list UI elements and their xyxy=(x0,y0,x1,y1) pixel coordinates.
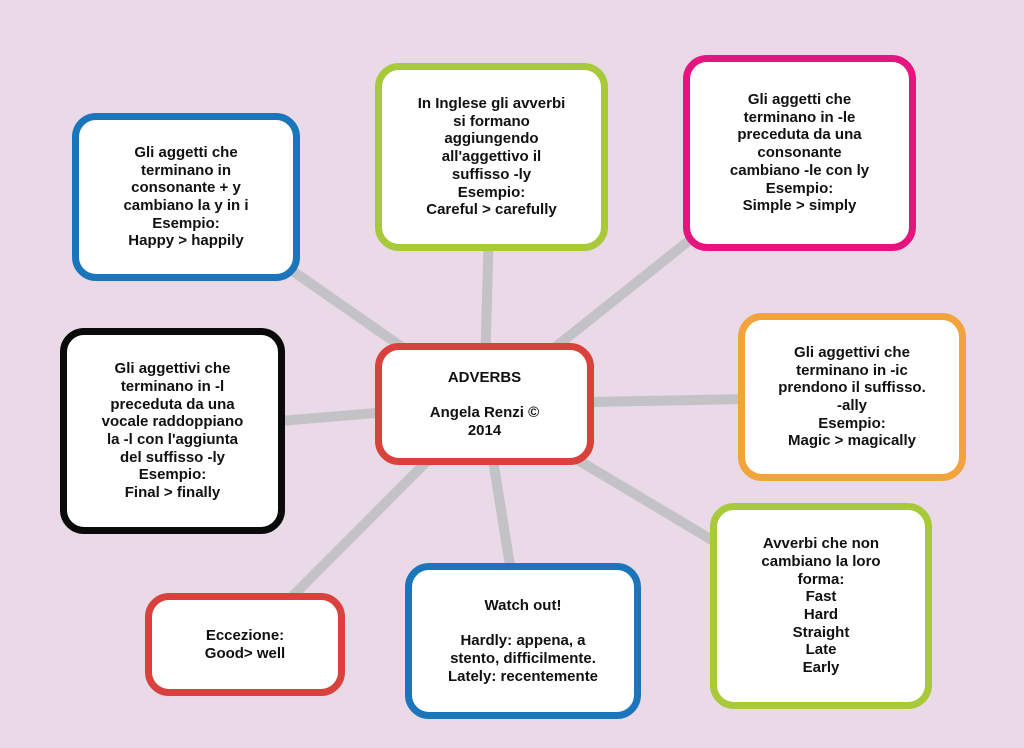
node-forma-invariata: Avverbi che non cambiano la loro forma: … xyxy=(710,503,932,709)
node-watch-out: Watch out! Hardly: appena, a stento, dif… xyxy=(405,563,641,719)
node-consonante-y: Gli aggetti che terminano in consonante … xyxy=(72,113,300,281)
node-ic-ally: Gli aggettivi che terminano in -ic prend… xyxy=(738,313,966,481)
node-adverbs-center: ADVERBS Angela Renzi © 2014 xyxy=(375,343,594,465)
node-l-vocale: Gli aggettivi che terminano in -l preced… xyxy=(60,328,285,534)
node-le-consonante: Gli aggetti che terminano in -le precedu… xyxy=(683,55,916,251)
node-suffisso-ly: In Inglese gli avverbi si formano aggiun… xyxy=(375,63,608,251)
node-eccezione: Eccezione: Good> well xyxy=(145,593,345,696)
